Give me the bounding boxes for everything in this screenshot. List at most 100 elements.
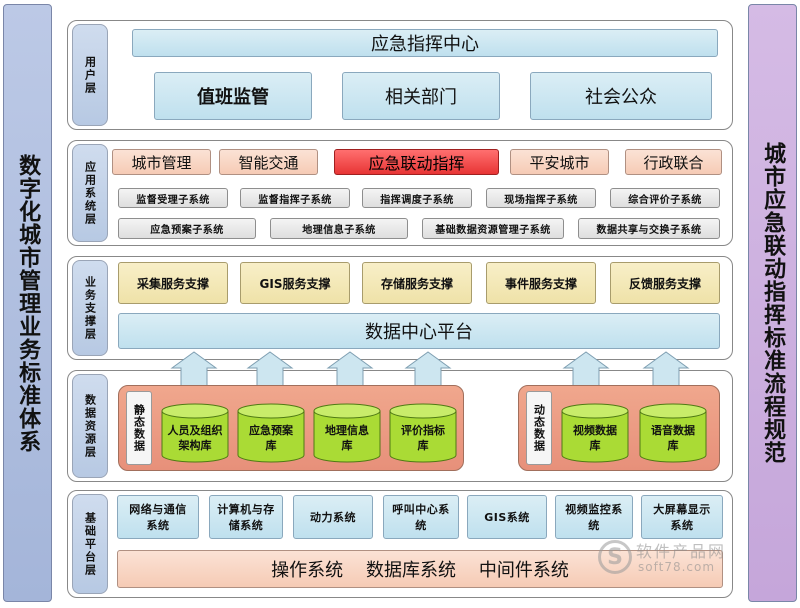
subsystem-box: 指挥调度子系统 (362, 188, 472, 208)
service-box: GIS服务支撑 (240, 262, 350, 304)
database-label: 视频数据 (573, 423, 617, 437)
database-label: 应急预案 (249, 423, 294, 437)
module-safe-city: 平安城市 (510, 149, 609, 175)
os-db-middleware-text: 操作系统 数据库系统 中间件系统 (271, 560, 569, 581)
service-box: 事件服务支撑 (486, 262, 596, 304)
base-system-box: 视频监控系统 (555, 495, 633, 539)
module-smart-traffic: 智能交通 (219, 149, 318, 175)
database-label: 库 (342, 438, 353, 452)
base-system-label: 网络与通信系统 (129, 503, 187, 532)
database-label: 人员及组织 (168, 423, 223, 437)
base-system-label: 计算机与存储系统 (217, 503, 275, 532)
service-box: 采集服务支撑 (118, 262, 228, 304)
module-label: 应急联动指挥 (368, 154, 465, 173)
user-box-label: 社会公众 (585, 87, 657, 108)
database-label: 架构库 (178, 438, 212, 452)
watermark: S 软件产品网 soft78.com (598, 536, 748, 580)
data-center-platform-text: 数据中心平台 (365, 322, 473, 343)
module-label: 平安城市 (529, 153, 590, 172)
user-box-label: 相关部门 (385, 87, 457, 108)
left-column-title: 数字化城市管理业务标准体系 (15, 153, 42, 453)
application-layer-label-text: 应用系统层 (83, 160, 97, 226)
base-system-box: 呼叫中心系统 (383, 495, 459, 539)
base-system-box: GIS系统 (467, 495, 547, 539)
base-system-label: 动力系统 (310, 511, 356, 524)
user-layer-label-text: 用户层 (83, 55, 97, 95)
database-label: 评价指标 (401, 423, 445, 437)
watermark-url: soft78.com (638, 560, 716, 574)
subsystem-label: 基础数据资源管理子系统 (435, 225, 551, 236)
service-label: 事件服务支撑 (504, 276, 577, 291)
user-layer-label: 用户层 (72, 24, 108, 126)
base-platform-layer-label-text: 基础平台层 (83, 511, 97, 577)
left-standards-column: 数字化城市管理业务标准体系 (3, 4, 52, 602)
subsystem-box: 基础数据资源管理子系统 (422, 218, 564, 239)
support-layer-label: 业务支撑层 (72, 260, 108, 356)
subsystem-label: 应急预案子系统 (150, 225, 224, 236)
module-city-management: 城市管理 (112, 149, 211, 175)
service-label: 反馈服务支撑 (628, 276, 701, 291)
base-system-box: 计算机与存储系统 (209, 495, 283, 539)
database-label: 语音数据 (651, 423, 695, 437)
module-label: 智能交通 (238, 153, 299, 172)
subsystem-box: 现场指挥子系统 (486, 188, 596, 208)
watermark-logo-icon: S (598, 540, 632, 574)
subsystem-box: 地理信息子系统 (270, 218, 408, 239)
dynamic-data-label: 动态数据 (526, 391, 552, 465)
database-label: 库 (266, 438, 277, 452)
base-system-label: 大屏幕显示系统 (653, 503, 711, 532)
user-box-duty: 值班监管 (154, 72, 312, 120)
right-column-title: 城市应急联动指挥标准流程规范 (760, 142, 787, 464)
command-center-box: 应急指挥中心 (132, 29, 718, 57)
subsystem-label: 监督受理子系统 (136, 194, 210, 206)
module-admin-joint: 行政联合 (625, 149, 722, 175)
base-system-label: 呼叫中心系统 (392, 503, 450, 532)
base-system-label: GIS系统 (484, 511, 530, 524)
database-label: 地理信息 (325, 423, 369, 437)
database-label: 库 (590, 438, 601, 452)
subsystem-box: 应急预案子系统 (118, 218, 256, 239)
command-center-text: 应急指挥中心 (371, 34, 479, 55)
subsystem-label: 综合评价子系统 (628, 194, 702, 206)
user-box-label: 值班监管 (197, 87, 269, 108)
service-label: 存储服务支撑 (380, 276, 453, 291)
base-system-box: 动力系统 (293, 495, 373, 539)
base-system-box: 网络与通信系统 (117, 495, 199, 539)
subsystem-label: 数据共享与交换子系统 (596, 225, 702, 236)
service-box: 存储服务支撑 (362, 262, 472, 304)
dynamic-data-label-text: 动态数据 (532, 404, 546, 452)
subsystem-label: 地理信息子系统 (302, 225, 376, 236)
data-center-platform: 数据中心平台 (118, 313, 720, 349)
data-resource-layer-label-text: 数据资源层 (83, 393, 97, 459)
base-system-box: 大屏幕显示系统 (641, 495, 723, 539)
watermark-name: 软件产品网 (636, 542, 727, 561)
subsystem-label: 指挥调度子系统 (380, 194, 454, 206)
module-label: 行政联合 (643, 153, 704, 172)
module-emergency-command: 应急联动指挥 (334, 149, 499, 175)
up-arrows (170, 351, 690, 390)
base-system-label: 视频监控系统 (565, 503, 623, 532)
subsystem-box: 数据共享与交换子系统 (578, 218, 720, 239)
subsystem-box: 监督指挥子系统 (240, 188, 350, 208)
service-label: 采集服务支撑 (136, 276, 209, 291)
static-data-label-text: 静态数据 (132, 404, 146, 452)
service-label: GIS服务支撑 (259, 276, 331, 291)
data-resource-layer-label: 数据资源层 (72, 374, 108, 478)
database-label: 库 (418, 438, 429, 452)
support-layer-label-text: 业务支撑层 (83, 275, 97, 341)
subsystem-label: 监督指挥子系统 (258, 194, 332, 206)
module-label: 城市管理 (131, 153, 192, 172)
user-box-public: 社会公众 (530, 72, 712, 120)
subsystem-box: 综合评价子系统 (610, 188, 720, 208)
application-layer-label: 应用系统层 (72, 144, 108, 242)
right-standards-column: 城市应急联动指挥标准流程规范 (748, 4, 797, 602)
database-label: 库 (668, 438, 679, 452)
